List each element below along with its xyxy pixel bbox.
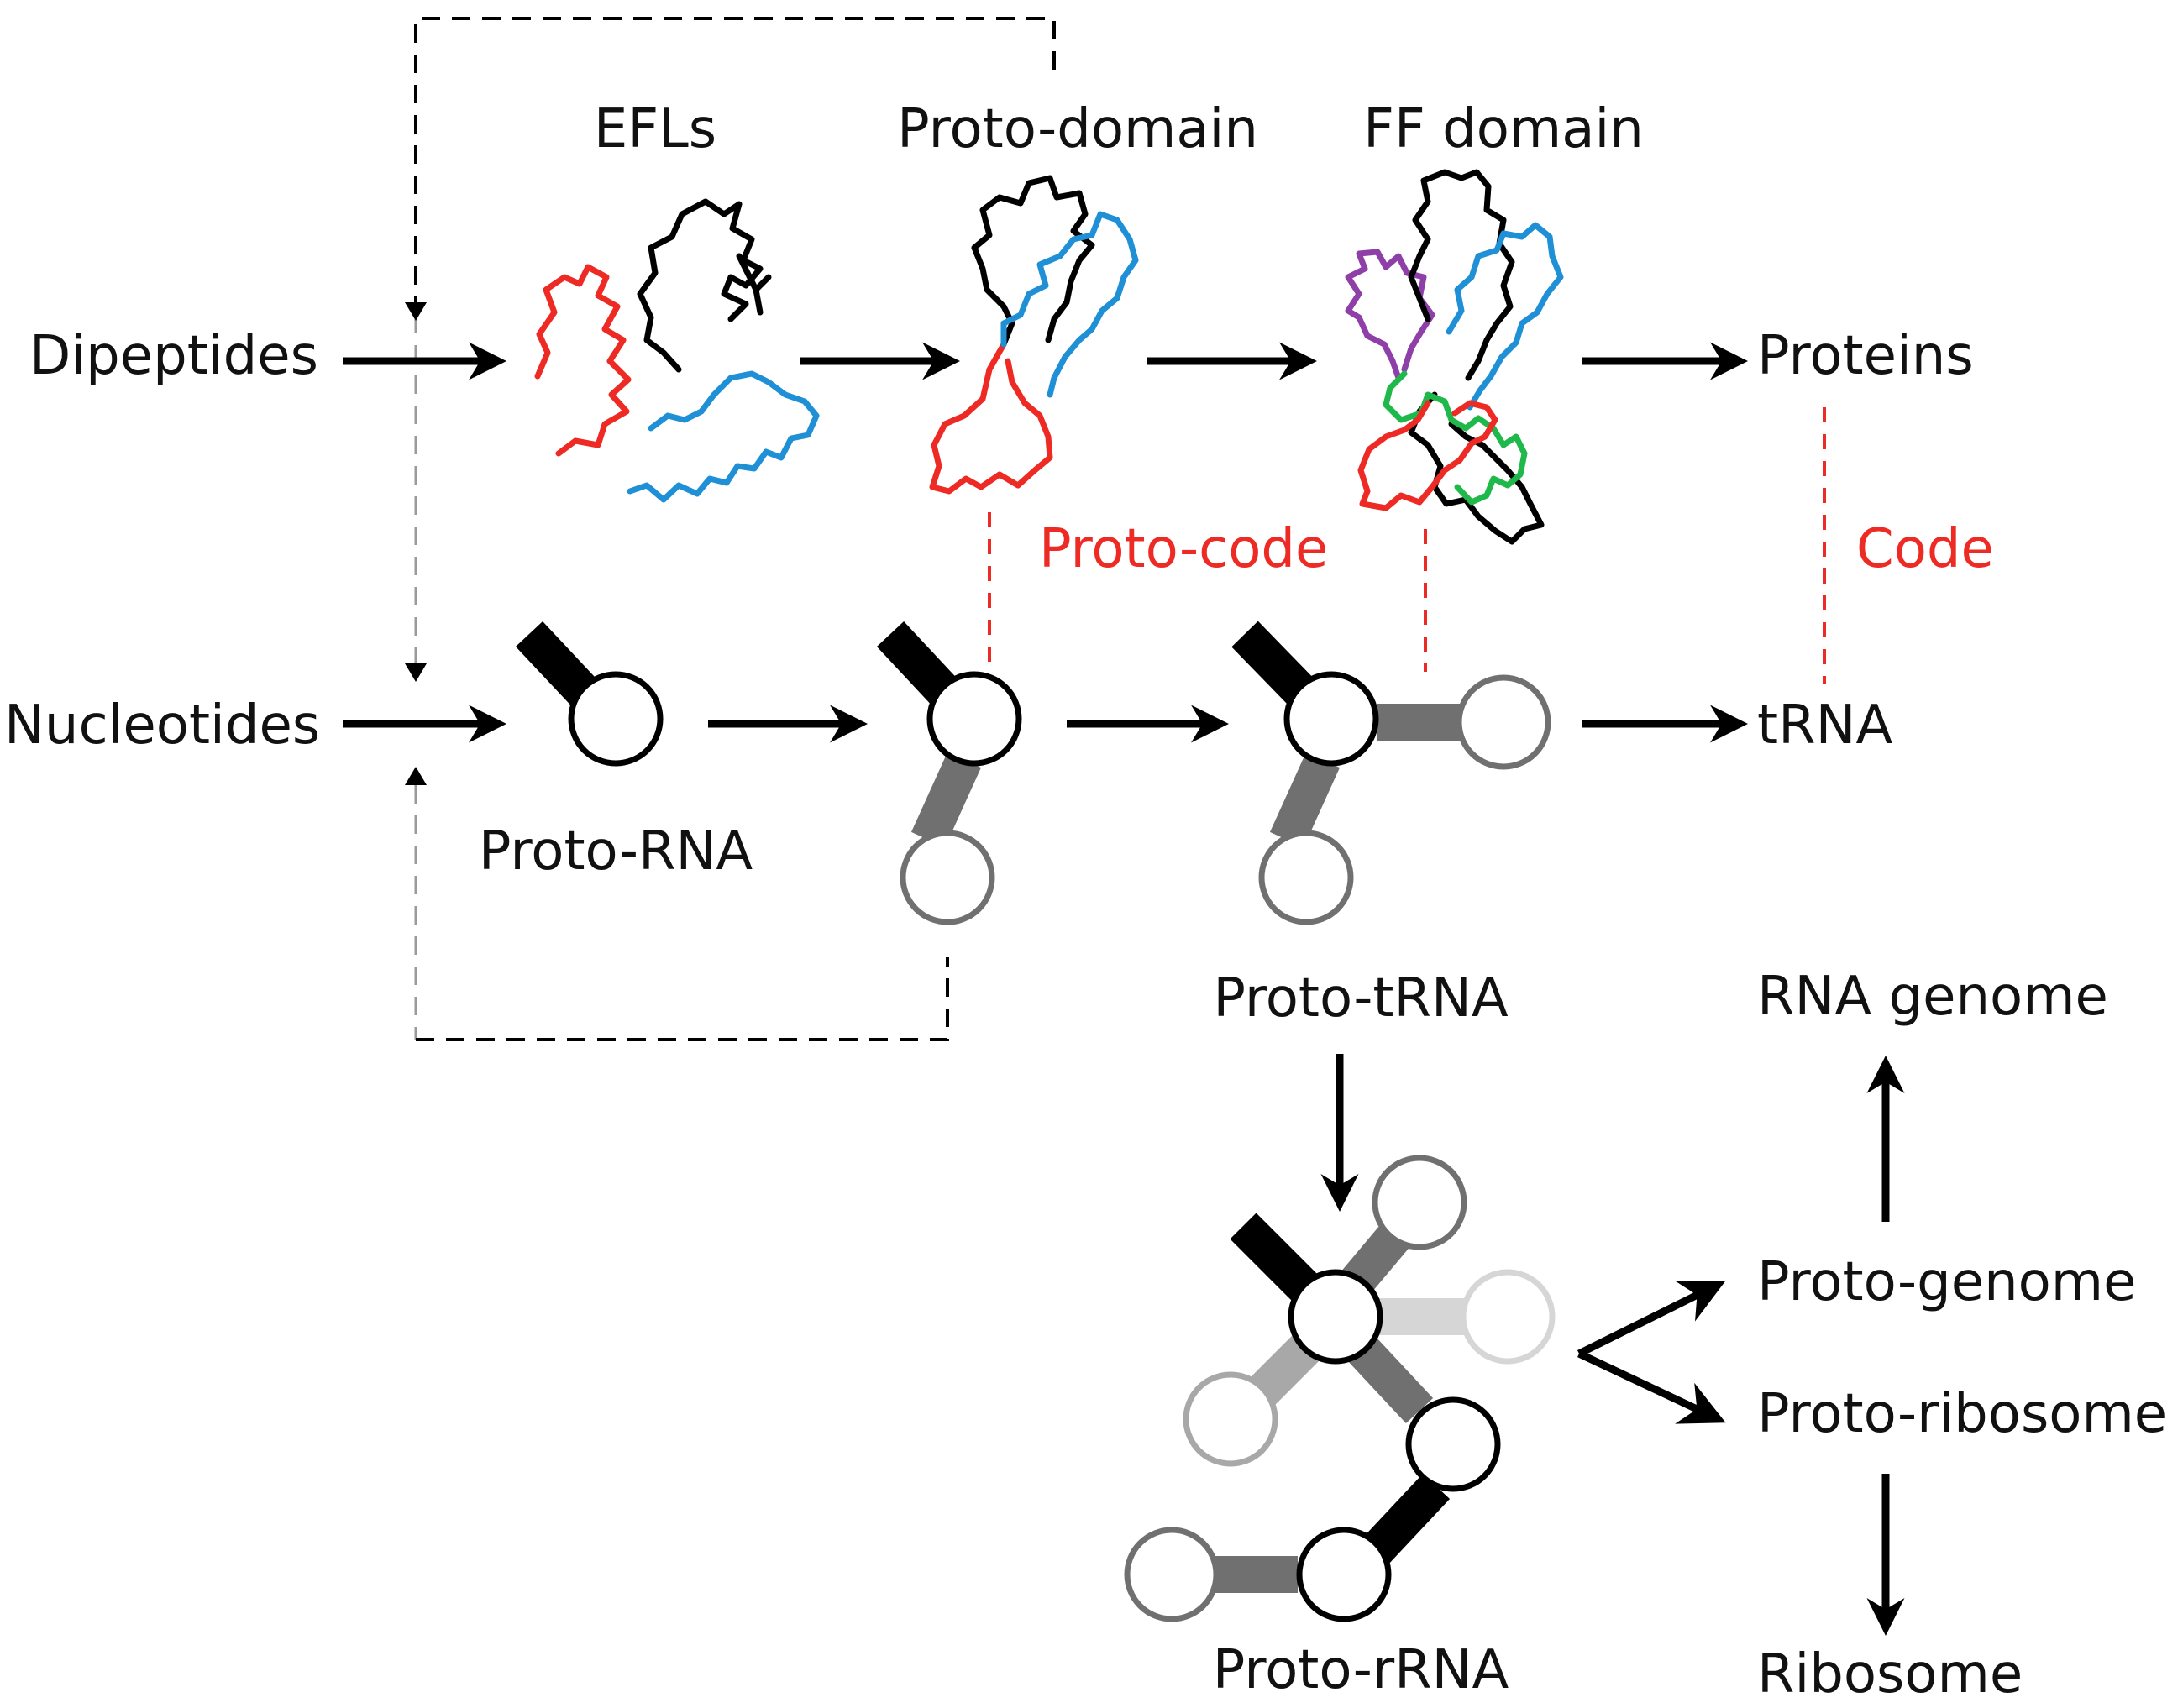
ff-domain-green-chain [1383,370,1528,506]
label-proto-code: Proto-code [1039,518,1328,580]
efl-black-chain [637,198,772,373]
label-proteins: Proteins [1757,325,1974,387]
stage2-stem-dark [876,621,963,710]
arrow-to-proto-ribosome [1577,1349,1726,1424]
feedback-loop-bottom [416,957,949,1041]
feedback-loop-top-black [414,17,1056,315]
feedback-arrowhead-dipeptides [405,302,427,321]
proto-rrna-loop-bottom [1296,1527,1392,1622]
proto-rrna-loop-center [1288,1269,1383,1365]
label-proto-rna: Proto-RNA [479,820,753,883]
label-ribosome: Ribosome [1757,1643,2023,1705]
stage2-loop-main [926,671,1022,767]
proto-trna-stem-dark [1231,621,1320,710]
label-code: Code [1856,518,1994,580]
ff-domain-blue-chain [1446,222,1564,411]
proto-rrna-stem-dark-bottom [1359,1473,1451,1567]
label-proto-genome: Proto-genome [1757,1251,2137,1313]
proto-domain-blue-chain [1000,211,1139,398]
feedback-loop [405,17,1056,1041]
label-ff-domain: FF domain [1363,98,1644,160]
label-proto-ribosome: Proto-ribosome [1757,1383,2167,1445]
proto-domain-black-chain [971,175,1095,348]
label-proto-domain: Proto-domain [897,98,1258,160]
proto-rrna-stem-down-right [1346,1334,1434,1424]
proto-domain-structure [929,175,1139,495]
ff-domain-black-chain [1408,169,1545,545]
proto-rrna-loop-mid-right [1405,1396,1501,1492]
proto-rrna-loop-bottom-left [1124,1527,1220,1622]
proto-trna-loop-main [1283,671,1379,767]
proto-trna-structure [1231,621,1551,925]
proto-trna-loop-right [1456,674,1551,770]
label-nucleotides: Nucleotides [4,694,320,757]
rna-stage2-structure [876,621,1022,925]
proto-rrna-loop-right [1460,1269,1556,1365]
efl-blue-chain [627,370,820,503]
proto-rna-structure [515,621,664,767]
ff-domain-structure [1345,169,1564,545]
proto-rrna-structure [1124,1155,1556,1622]
arrow-to-proto-genome [1577,1281,1726,1358]
label-dipeptides: Dipeptides [29,325,318,387]
feedback-arrowhead-nucleotides-top [405,663,427,682]
stage2-loop-second [900,830,995,925]
proto-rna-loop [568,671,664,767]
proto-rrna-loop-top-right [1372,1155,1467,1250]
label-proto-trna: Proto-tRNA [1213,967,1509,1030]
proto-rrna-loop-left [1183,1371,1278,1467]
proto-trna-loop-bottom [1258,830,1354,925]
proto-domain-red-chain [929,341,1053,495]
efls-structure [534,198,820,503]
label-rna-genome: RNA genome [1757,966,2108,1028]
label-proto-rrna: Proto-rRNA [1213,1639,1509,1701]
feedback-arrowhead-nucleotides-bottom [405,767,427,785]
label-efls: EFLs [594,98,716,160]
efl-red-chain [534,264,632,457]
ff-domain-purple-chain [1345,249,1435,381]
stage2-stem-mid [910,752,982,848]
proto-rrna-stem-dark-top [1230,1213,1320,1302]
ff-domain-red-chain [1357,400,1498,511]
label-trna: tRNA [1757,694,1892,757]
proto-trna-stem-down [1269,752,1341,848]
